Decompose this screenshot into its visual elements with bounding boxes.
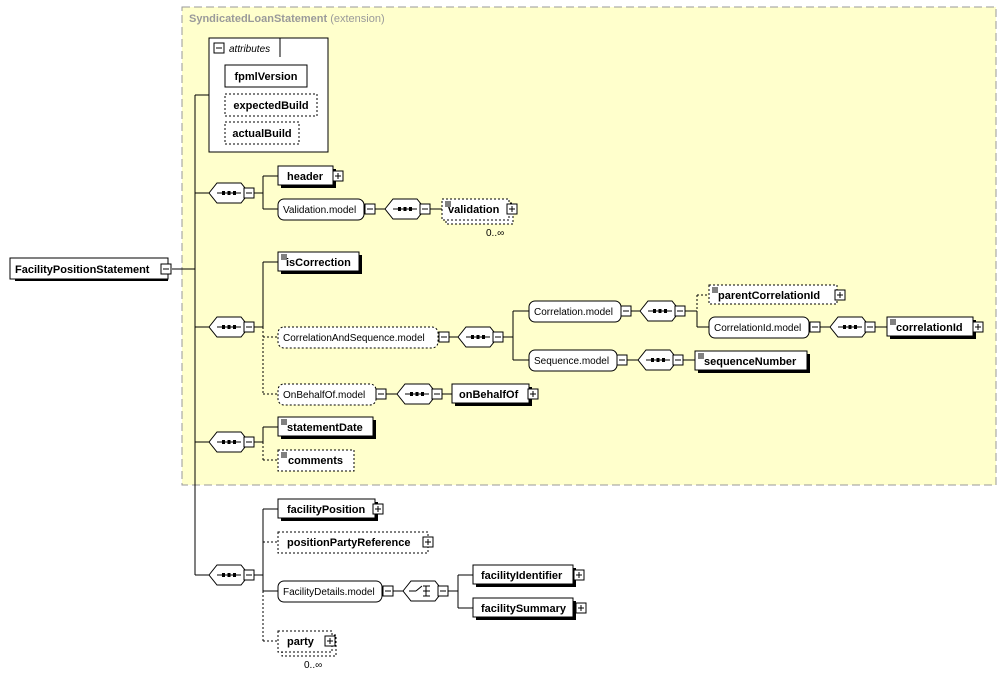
group-on-behalf-of-model[interactable]	[277, 383, 377, 406]
svg-text:Correlation.model: Correlation.model	[534, 307, 613, 318]
element-statementDate[interactable]	[277, 416, 374, 437]
group-correlation-and-sequence-model[interactable]	[277, 326, 439, 349]
group-validation-model[interactable]	[277, 198, 365, 221]
svg-text:correlationId: correlationId	[896, 322, 963, 334]
on-behalf-of-model-collapse-icon[interactable]	[375, 388, 387, 400]
sequence-compositor-4[interactable]	[209, 565, 254, 585]
attributes-label: attributes	[229, 44, 270, 55]
svg-text:comments: comments	[288, 455, 343, 467]
svg-text:parentCorrelationId: parentCorrelationId	[718, 290, 820, 302]
element-facilitySummary[interactable]	[472, 597, 574, 618]
svg-text:FacilityDetails.model: FacilityDetails.model	[283, 587, 375, 598]
svg-text:facilitySummary: facilitySummary	[481, 603, 567, 615]
correlation-model-collapse-icon[interactable]	[620, 305, 632, 317]
element-isCorrection[interactable]	[277, 251, 360, 272]
svg-text:actualBuild: actualBuild	[232, 128, 291, 140]
party-expand-icon[interactable]	[324, 635, 336, 647]
svg-text:FacilityPositionStatement: FacilityPositionStatement	[15, 264, 150, 276]
svg-text:facilityPosition: facilityPosition	[287, 504, 366, 516]
facilitySummary-expand-icon[interactable]	[575, 602, 587, 614]
svg-text:CorrelationId.model: CorrelationId.model	[714, 323, 801, 334]
choice-compositor-facility-details[interactable]	[403, 581, 448, 601]
parentCorrelationId-expand-icon[interactable]	[834, 289, 846, 301]
attr-expectedBuild[interactable]	[224, 93, 318, 117]
svg-text:header: header	[287, 171, 324, 183]
svg-text:isCorrection: isCorrection	[286, 257, 351, 269]
svg-text:positionPartyReference: positionPartyReference	[287, 537, 410, 549]
attr-actualBuild[interactable]	[224, 121, 300, 145]
correlation-id-model-collapse-icon[interactable]	[809, 321, 821, 333]
svg-text:facilityIdentifier: facilityIdentifier	[481, 570, 563, 582]
element-sequenceNumber[interactable]	[694, 350, 808, 371]
onBehalfOf-expand-icon[interactable]	[527, 388, 539, 400]
svg-text:party: party	[287, 636, 315, 648]
element-facilityIdentifier[interactable]	[472, 564, 574, 585]
correlationId-expand-icon[interactable]	[972, 321, 984, 333]
group-facility-details-model[interactable]	[277, 580, 383, 603]
svg-text:validation: validation	[448, 204, 500, 216]
validation-expand-icon[interactable]	[506, 203, 518, 215]
svg-text:Sequence.model: Sequence.model	[534, 356, 609, 367]
element-comments[interactable]	[277, 449, 355, 472]
party-occurrence: 0..∞	[304, 660, 322, 671]
correlation-and-sequence-collapse-icon[interactable]	[438, 331, 450, 343]
facilityIdentifier-expand-icon[interactable]	[573, 569, 585, 581]
sequence-model-collapse-icon[interactable]	[616, 354, 628, 366]
facility-details-model-collapse-icon[interactable]	[382, 585, 394, 597]
svg-text:OnBehalfOf.model: OnBehalfOf.model	[283, 390, 365, 401]
svg-text:expectedBuild: expectedBuild	[233, 100, 308, 112]
validation-occurrence: 0..∞	[486, 228, 504, 239]
positionPartyReference-expand-icon[interactable]	[422, 536, 434, 548]
attr-fpmlVersion[interactable]	[224, 64, 308, 88]
facilityPosition-expand-icon[interactable]	[372, 503, 384, 515]
root-collapse-icon[interactable]	[160, 263, 172, 275]
svg-text:Validation.model: Validation.model	[283, 205, 356, 216]
svg-text:statementDate: statementDate	[287, 422, 363, 434]
header-expand-icon[interactable]	[332, 170, 344, 182]
extension-title: SyndicatedLoanStatement (extension)	[189, 13, 385, 25]
group-correlation-id-model[interactable]	[708, 316, 810, 339]
svg-text:onBehalfOf: onBehalfOf	[459, 389, 519, 401]
svg-text:fpmlVersion: fpmlVersion	[235, 71, 298, 83]
svg-text:sequenceNumber: sequenceNumber	[704, 356, 797, 368]
svg-text:CorrelationAndSequence.model: CorrelationAndSequence.model	[283, 333, 425, 344]
attributes-collapse-icon[interactable]	[213, 42, 225, 54]
validation-model-collapse-icon[interactable]	[364, 203, 376, 215]
